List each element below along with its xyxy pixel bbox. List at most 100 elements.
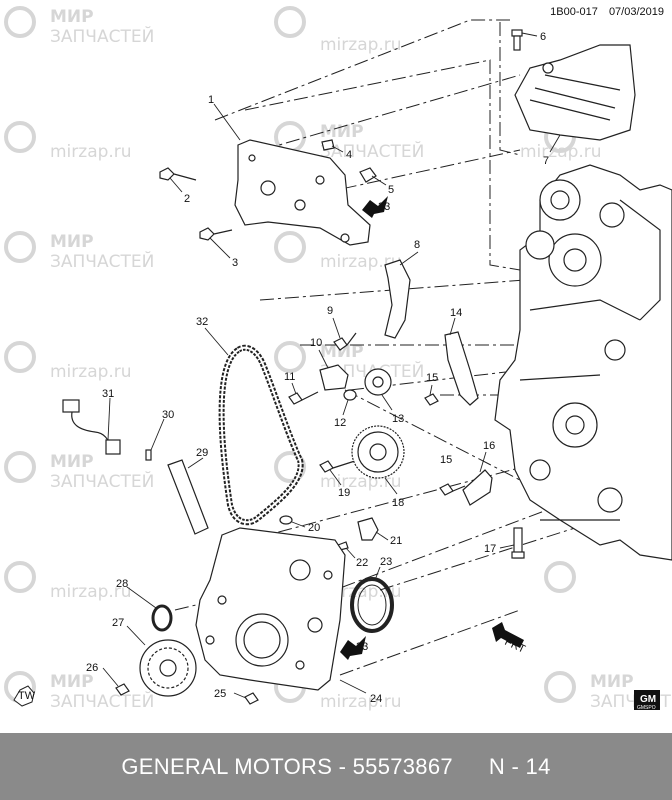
callout-31: 31 bbox=[102, 388, 114, 400]
callout-3: 3 bbox=[232, 257, 238, 269]
sensor-29-body bbox=[167, 459, 209, 535]
cover-plate-hole bbox=[294, 199, 306, 211]
bolt-shank bbox=[513, 35, 521, 51]
sensor-wire bbox=[71, 411, 111, 446]
callout-7: 7 bbox=[543, 155, 549, 167]
watermark-tile: МИР ЗАПЧАСТЕЙ bbox=[4, 671, 154, 712]
callout-leader-29 bbox=[187, 457, 204, 469]
part-17-stud-base bbox=[511, 551, 525, 559]
part-11-bolt bbox=[288, 391, 319, 405]
watermark-tile: МИР ЗАПЧАСТЕЙ bbox=[274, 341, 424, 382]
callout-33: 33 bbox=[378, 201, 390, 213]
tw-badge-shape bbox=[13, 685, 35, 707]
watermark-logo-icon bbox=[274, 451, 306, 483]
callout-2: 2 bbox=[184, 193, 190, 205]
front-direction-indicator: FRT bbox=[492, 622, 527, 656]
callout-leader-5 bbox=[371, 175, 387, 186]
head-cover-port bbox=[542, 62, 554, 74]
footer-part-number: GENERAL MOTORS - 55573867 bbox=[121, 753, 453, 779]
leader-line bbox=[261, 74, 521, 151]
callout-5: 5 bbox=[388, 184, 394, 196]
callout-leader-19 bbox=[329, 469, 342, 486]
part-7-cylinder-head-cover bbox=[514, 44, 636, 141]
tensioner-arm-body bbox=[444, 331, 479, 406]
part-3-bolt bbox=[199, 227, 233, 241]
part-24-front-cover bbox=[195, 527, 346, 691]
watermark-logo-icon bbox=[544, 671, 576, 703]
front-cover-hole bbox=[205, 635, 215, 645]
callout-16: 16 bbox=[483, 440, 495, 452]
callout-leader-18 bbox=[384, 477, 398, 495]
part-6-bolt bbox=[511, 29, 523, 51]
part-31-sensor-harness bbox=[62, 399, 121, 455]
callout-28: 28 bbox=[116, 578, 128, 590]
footer-bar: GENERAL MOTORS - 55573867 N - 14 bbox=[0, 733, 672, 800]
view-arrows bbox=[340, 196, 388, 660]
cam-sprocket-hub bbox=[563, 248, 587, 272]
part-10-tensioner bbox=[319, 364, 349, 391]
part-28-seal bbox=[151, 604, 173, 632]
chain-guide-body bbox=[384, 259, 411, 339]
callout-leader-25 bbox=[233, 692, 247, 699]
part-15-bolt-lower bbox=[439, 483, 466, 496]
callout-leader-8 bbox=[399, 251, 419, 266]
idler-gear bbox=[525, 230, 555, 260]
front-cover-boss bbox=[307, 617, 323, 633]
front-cover-hole bbox=[323, 570, 333, 580]
callout-leader-11 bbox=[291, 382, 297, 395]
watermark-line1: МИР bbox=[320, 122, 364, 142]
diagram-date: 07/03/2019 bbox=[608, 6, 664, 18]
part-12-seal bbox=[343, 389, 357, 401]
part-8-chain-guide bbox=[384, 259, 411, 339]
watermark-logo-icon bbox=[274, 231, 306, 263]
watermark-logo-icon bbox=[4, 6, 36, 38]
watermark-url: mirzap.ru bbox=[50, 582, 132, 602]
callout-6: 6 bbox=[540, 31, 546, 43]
callout-leader-31 bbox=[107, 397, 111, 441]
watermark-line1: МИР bbox=[50, 672, 94, 692]
watermark-logo-icon bbox=[544, 561, 576, 593]
cover-plate-hole bbox=[260, 180, 276, 196]
part-20-washer bbox=[279, 515, 293, 525]
gasket-ring-inner bbox=[357, 584, 387, 626]
callout-15: 15 bbox=[426, 372, 438, 384]
leader-line bbox=[379, 519, 601, 591]
watermark-url: mirzap.ru bbox=[520, 142, 602, 162]
engine-block-body bbox=[494, 164, 672, 561]
callout-27: 27 bbox=[112, 617, 124, 629]
balancer-hub bbox=[159, 659, 177, 677]
callout-29: 29 bbox=[196, 447, 208, 459]
diagram-id: 1B00-017 bbox=[550, 6, 598, 18]
watermark-logo-icon bbox=[274, 341, 306, 373]
watermark-logo-icon bbox=[4, 451, 36, 483]
callout-leader-23 bbox=[374, 566, 381, 581]
callout-leader-3 bbox=[209, 237, 231, 259]
callout-leader-2 bbox=[169, 177, 183, 193]
head-cover-body bbox=[514, 44, 636, 141]
callout-25: 25 bbox=[214, 688, 226, 700]
callout-numbers: 1 2 3 4 5 6 7 8 9 10 11 12 13 14 15 15 1… bbox=[86, 31, 549, 705]
watermark-line1: МИР bbox=[590, 672, 634, 692]
part-21-clip bbox=[357, 517, 379, 541]
view-arrow-icon bbox=[362, 196, 388, 218]
exploded-parts-diagram: МИР ЗАПЧАСТЕЙ mirzap.ru mirzap.ru МИР ЗА… bbox=[4, 6, 672, 712]
diagram-header: 1B00-017 07/03/2019 bbox=[542, 6, 664, 18]
block-rib-lines bbox=[619, 199, 661, 321]
watermark-line1: МИР bbox=[50, 232, 94, 252]
watermark-line1: МИР bbox=[50, 452, 94, 472]
watermark-tile: mirzap.ru bbox=[4, 561, 132, 602]
front-arrow-icon bbox=[492, 622, 524, 648]
watermark-logo-icon bbox=[274, 6, 306, 38]
watermark-line2: ЗАПЧАСТЕЙ bbox=[50, 470, 154, 492]
callout-leader-16 bbox=[479, 451, 487, 473]
callout-leader-21 bbox=[375, 531, 389, 541]
leader-line bbox=[344, 389, 521, 481]
watermark-tile: МИР ЗАПЧАСТЕЙ bbox=[4, 231, 154, 272]
watermark-tile bbox=[544, 561, 576, 593]
callout-22: 22 bbox=[356, 557, 368, 569]
part-4-dowel bbox=[321, 139, 335, 151]
part-19-bolt bbox=[319, 459, 359, 473]
callout-leader-1 bbox=[213, 103, 241, 141]
callout-8: 8 bbox=[414, 239, 420, 251]
